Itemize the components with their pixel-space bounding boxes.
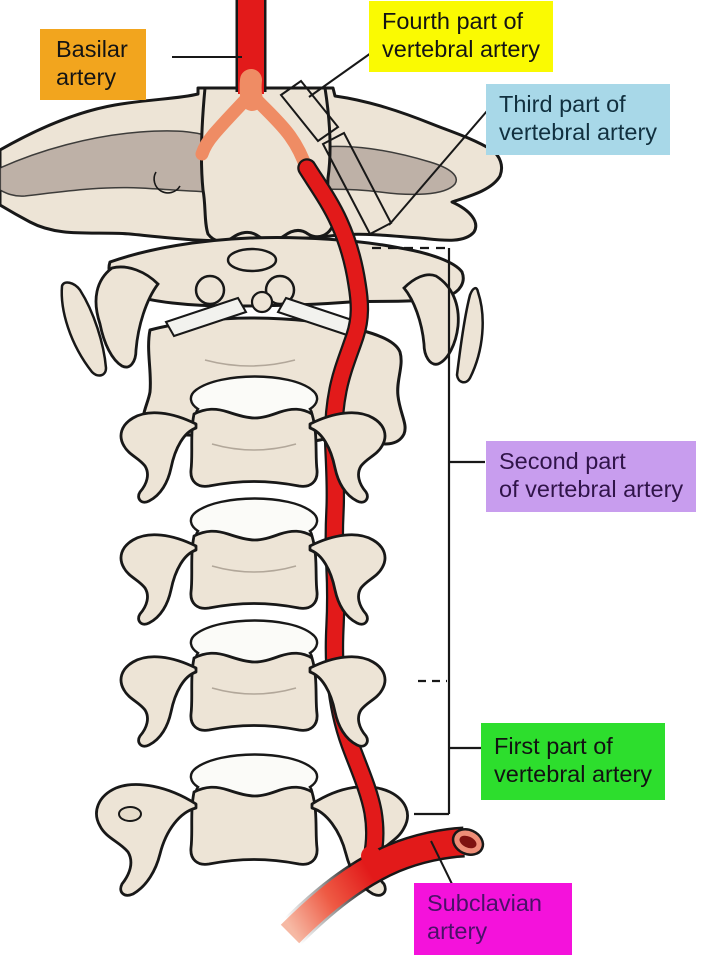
styloid-process-left bbox=[60, 281, 108, 377]
subclavian-artery-tube bbox=[279, 826, 485, 945]
subclavian-cut-end bbox=[451, 828, 485, 856]
label-second-part-vertebral-artery: Second part of vertebral artery bbox=[486, 441, 697, 513]
label-first-part-vertebral-artery: First part of vertebral artery bbox=[481, 723, 666, 801]
bracket-second-part bbox=[372, 246, 485, 683]
bracket-first-part bbox=[414, 681, 481, 816]
posterior-tubercle bbox=[226, 247, 278, 273]
label-fourth-line2: vertebral artery bbox=[382, 35, 541, 62]
label-third-line1: Third part of bbox=[499, 91, 626, 117]
label-fourth-line1: Fourth part of bbox=[382, 8, 524, 34]
leader-third-part bbox=[388, 110, 488, 226]
vertebra-c4 bbox=[119, 497, 319, 626]
vertebral-artery-path bbox=[297, 158, 385, 868]
alar-ligament-left bbox=[164, 296, 248, 338]
label-basilar-artery: Basilar artery bbox=[40, 29, 146, 101]
skull-foramen-crescent bbox=[153, 171, 181, 194]
label-third-line2: vertebral artery bbox=[499, 118, 658, 145]
label-subclavian-artery: Subclavian artery bbox=[414, 883, 572, 955]
artery-junction bbox=[361, 846, 381, 866]
label-third-part-vertebral-artery: Third part of vertebral artery bbox=[486, 84, 671, 156]
transverse-foramen bbox=[118, 806, 142, 822]
atlas-left-wing bbox=[94, 265, 160, 369]
label-basilar-line1: Basilar bbox=[56, 36, 128, 62]
vertebra-c5-right-process bbox=[308, 655, 387, 748]
annotations bbox=[172, 52, 488, 885]
vertebra-c6 bbox=[95, 753, 409, 897]
label-subclavian-line1: Subclavian bbox=[427, 890, 542, 916]
label-fourth-part-vertebral-artery: Fourth part of vertebral artery bbox=[369, 1, 554, 73]
pointer-frame-fourth-part bbox=[279, 79, 340, 143]
leader-fourth-part bbox=[308, 52, 372, 98]
leader-subclavian bbox=[430, 840, 453, 885]
c6-left-process bbox=[95, 783, 198, 897]
label-basilar-line2: artery bbox=[56, 63, 117, 90]
atlas-right-wing bbox=[402, 273, 460, 366]
skull-base bbox=[0, 86, 504, 243]
label-first-line1: First part of bbox=[494, 733, 613, 759]
basilar-artery-tube bbox=[235, 0, 267, 111]
vertebra-c5 bbox=[119, 619, 319, 748]
styloid-process-right bbox=[455, 286, 484, 384]
label-second-line2: of vertebral artery bbox=[499, 475, 684, 502]
label-subclavian-line2: artery bbox=[427, 917, 488, 944]
label-first-line2: vertebral artery bbox=[494, 760, 653, 787]
vertebra-c4-right-process bbox=[308, 533, 387, 626]
vertebra-c3-right-process bbox=[308, 411, 387, 504]
label-second-line1: Second part bbox=[499, 448, 626, 474]
